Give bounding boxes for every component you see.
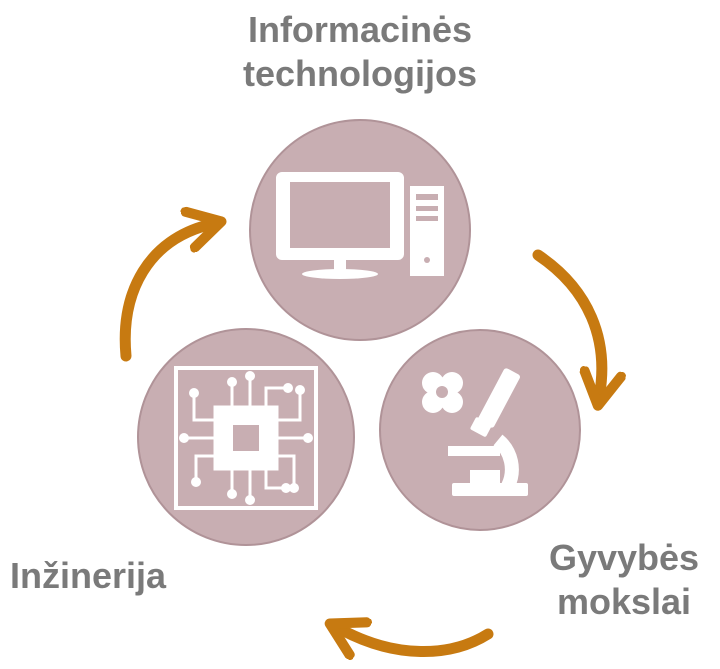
arrow-it-to-life [532,249,602,392]
it-label: Informacinės technologijos [180,8,540,96]
it-node [249,119,471,341]
it-label-line2: technologijos [243,53,477,94]
life-sciences-label: Gyvybės mokslai [528,536,720,624]
it-label-line1: Informacinės [247,9,473,50]
arrow-eng-to-it [119,225,208,362]
life-label-line1: Gyvybės [548,537,700,578]
circuit-board-icon [174,366,318,510]
desktop-computer-icon [276,172,444,279]
life-node [379,329,581,531]
life-label-line2: mokslai [556,581,692,622]
microscope-icon [422,368,528,496]
arrow-life-to-eng [342,630,494,652]
engineering-label: Inžinerija [10,555,167,596]
eng-node [137,328,355,546]
